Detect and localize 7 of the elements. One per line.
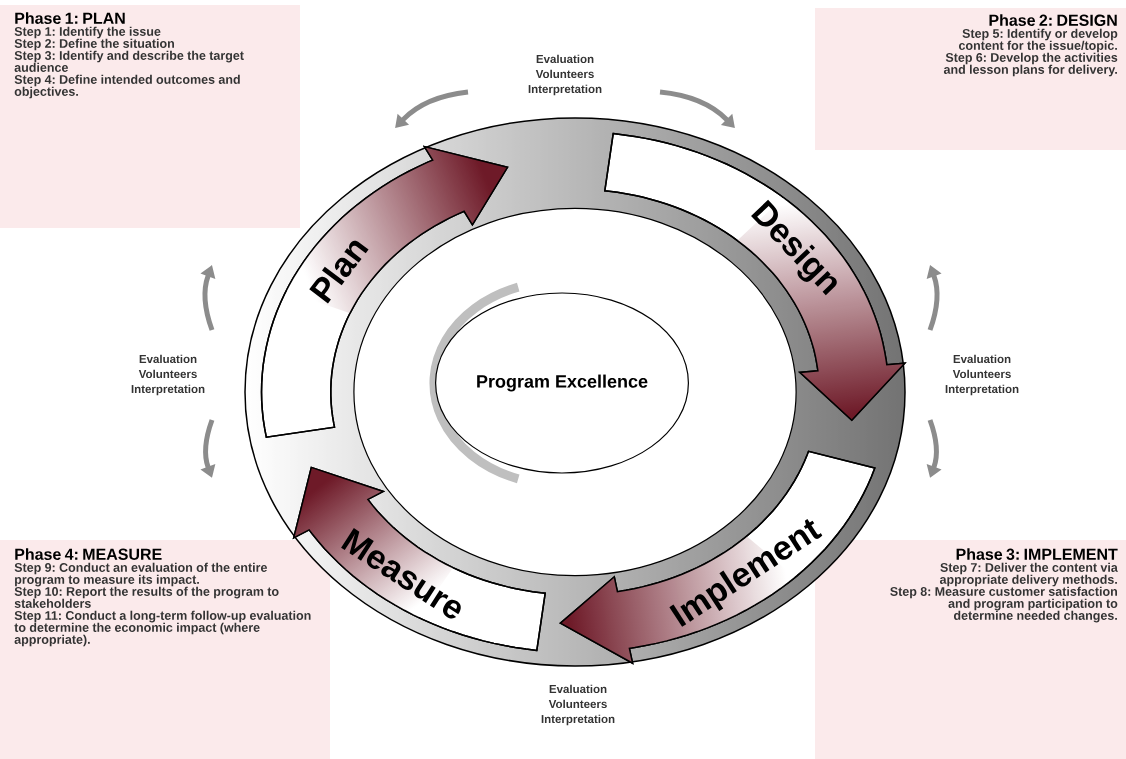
side-note: Evaluation Volunteers Interpretation — [528, 54, 602, 96]
phase-text: Phase 3: IMPLEMENT Step 7: Deliver the content via appropriate delivery methods. Step 8: Measure customer satisfaction and program participation to determine needed changes. — [890, 548, 1118, 623]
side-note: Evaluation Volunteers Interpretation — [541, 684, 615, 726]
side-note: Evaluation Volunteers Interpretation — [945, 354, 1019, 396]
phase-text: Phase 2: DESIGN Step 5: Identify or develop content for the issue/topic. Step 6: Develop the activities and lesson plans for delivery. — [943, 14, 1118, 77]
phase-text: Phase 1: PLAN Step 1: Identify the issue Step 2: Define the situation Step 3: Identify and describe the target audience Step 4: Define intended outcomes and objectives. — [14, 12, 244, 99]
side-note: Evaluation Volunteers Interpretation — [131, 354, 205, 396]
